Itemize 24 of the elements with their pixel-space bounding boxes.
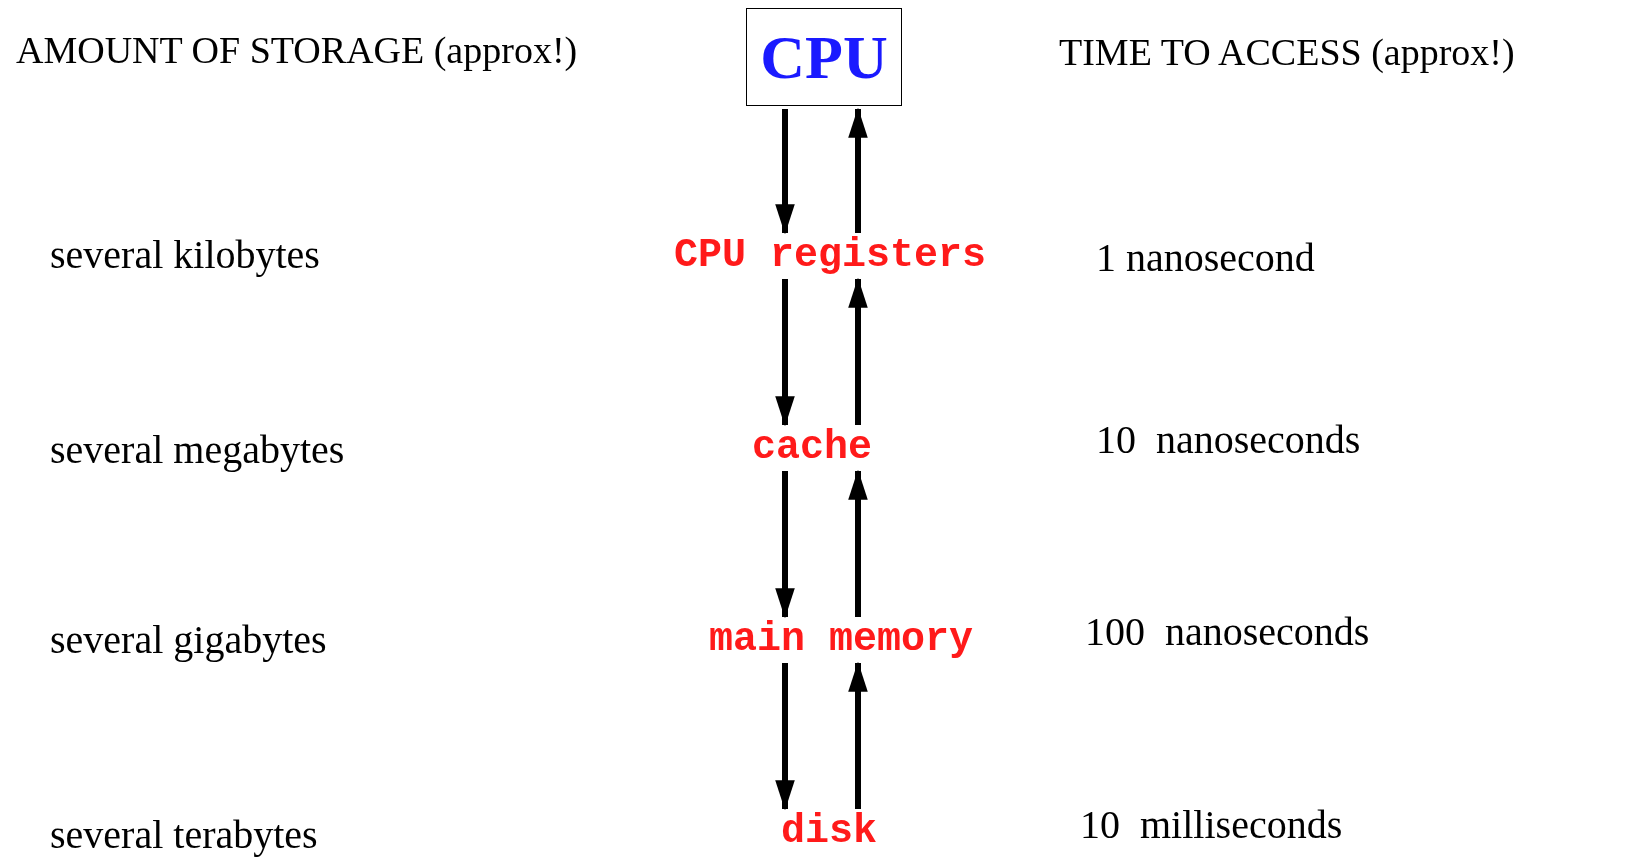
storage-amount: several megabytes xyxy=(50,430,345,470)
storage-amount: several kilobytes xyxy=(50,235,320,275)
arrow xyxy=(775,663,795,811)
arrow xyxy=(848,469,868,617)
access-time: 1 nanosecond xyxy=(1096,238,1315,278)
column-heading: TIME TO ACCESS (approx!) xyxy=(1059,33,1515,71)
arrow xyxy=(775,109,795,235)
memory-level-label: main memory xyxy=(709,620,973,660)
cpu-box xyxy=(746,8,902,106)
storage-amount: several gigabytes xyxy=(50,620,327,660)
memory-level-label: cache xyxy=(752,428,872,468)
cpu-label: CPU xyxy=(760,26,888,88)
access-time: 100 nanoseconds xyxy=(1085,612,1370,652)
arrow xyxy=(775,471,795,619)
memory-level-label: CPU registers xyxy=(673,236,987,276)
arrow xyxy=(848,107,868,233)
memory-level-label: disk xyxy=(781,812,877,852)
column-heading: AMOUNT OF STORAGE (approx!) xyxy=(16,31,578,69)
arrow xyxy=(848,277,868,425)
access-time: 10 milliseconds xyxy=(1080,805,1343,845)
storage-amount: several terabytes xyxy=(50,815,318,855)
access-time: 10 nanoseconds xyxy=(1096,420,1361,460)
arrow xyxy=(775,279,795,427)
arrow xyxy=(848,661,868,809)
